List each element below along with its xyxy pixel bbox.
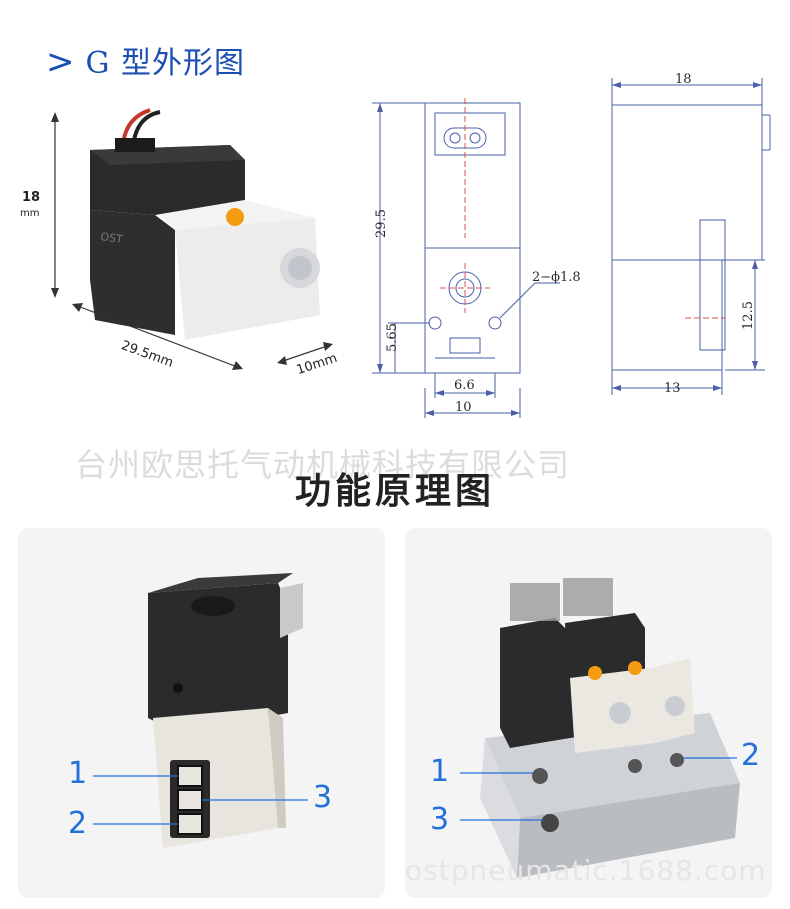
single-valve-illustration	[93, 573, 308, 848]
manifold-port-label-3: 3	[430, 802, 450, 837]
port-offset-label: 5.65	[384, 323, 400, 352]
front-height-label: 29.5	[373, 209, 389, 238]
manifold-port-label-2: 2	[741, 738, 761, 773]
front-width-label: 10	[455, 400, 472, 415]
company-watermark: 台州欧思托气动机械科技有限公司	[75, 446, 571, 484]
side-drawing	[600, 70, 790, 410]
port-label-2: 2	[68, 806, 88, 841]
front-drawing	[360, 88, 592, 428]
port-spacing-label: 6.6	[454, 378, 475, 393]
svg-text:OST: OST	[100, 230, 124, 246]
right-panel: 1 3 2 ostpneumatic.1688.com	[405, 528, 772, 898]
product-photo: OST	[15, 100, 360, 400]
front-drawing-svg	[372, 98, 592, 418]
height-unit: mm	[20, 208, 40, 219]
valve-illustration: OST	[51, 108, 333, 370]
side-length-label: 18	[675, 72, 692, 87]
function-heading: 功能原理图	[294, 471, 495, 512]
section-title: > G 型外形图	[46, 38, 245, 82]
hole-note-label: 2−ϕ1.8	[532, 270, 581, 285]
side-bottom-length-label: 13	[664, 381, 681, 396]
shop-watermark: ostpneumatic.1688.com	[405, 854, 767, 887]
height-dimension: 18	[22, 190, 41, 205]
manifold-port-label-1: 1	[430, 754, 450, 789]
port-label-1: 1	[68, 756, 88, 791]
side-port-height-label: 12.5	[740, 301, 756, 330]
section-title-text: G 型外形图	[85, 46, 246, 81]
side-drawing-svg	[611, 78, 771, 395]
port-label-3: 3	[313, 780, 333, 815]
left-panel: 1 2 3	[18, 528, 385, 898]
manifold-illustration	[460, 578, 740, 878]
chevron-right-icon: >	[46, 42, 76, 82]
